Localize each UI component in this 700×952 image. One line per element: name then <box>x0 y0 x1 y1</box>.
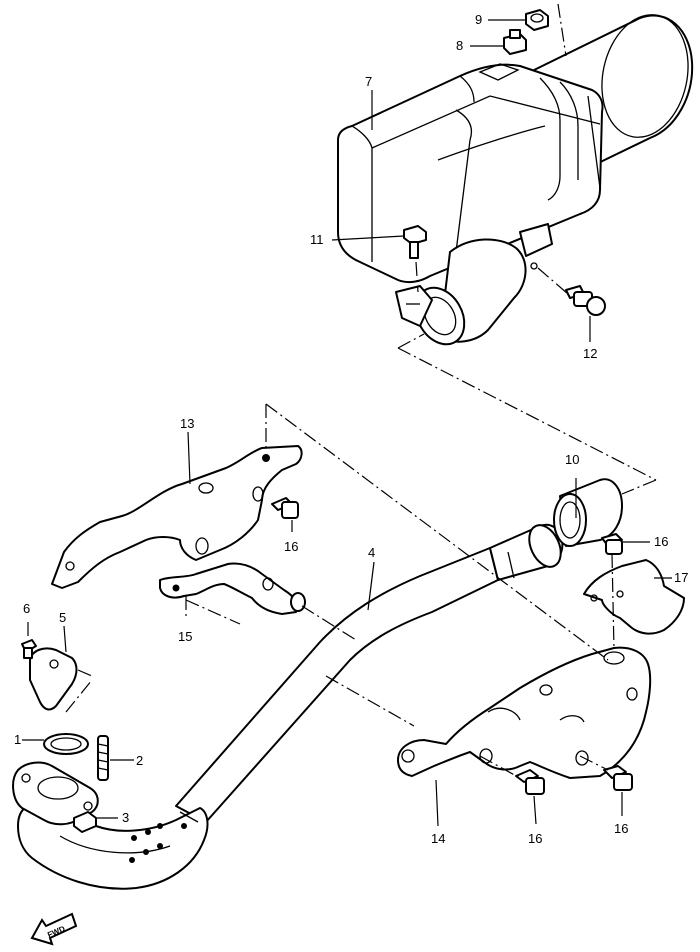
muffler <box>337 14 694 346</box>
bolt-16-lower-right <box>603 765 633 791</box>
callout-14: 14 <box>431 831 445 846</box>
bolt-6 <box>21 639 37 659</box>
callout-13: 13 <box>180 416 194 431</box>
nut-9 <box>525 9 549 31</box>
callout-12: 12 <box>583 346 597 361</box>
callout-15: 15 <box>178 629 192 644</box>
bolt-16-right <box>601 533 623 555</box>
bolt-11 <box>403 225 427 259</box>
callout-2: 2 <box>136 753 143 768</box>
callout-7: 7 <box>365 74 372 89</box>
bolt-16-lower-left <box>515 769 545 795</box>
callout-16-lower-right: 16 <box>614 821 628 836</box>
bolt-8 <box>503 29 527 55</box>
nut-3 <box>73 811 97 833</box>
callout-1: 1 <box>14 732 21 747</box>
callout-6: 6 <box>23 601 30 616</box>
exhaust-pipe-4 <box>12 523 564 890</box>
callout-labels: 1 2 3 4 5 6 7 8 9 10 11 12 13 14 15 16 1… <box>14 12 688 846</box>
bolt-12 <box>565 285 606 316</box>
forward-arrow-icon: FWD <box>30 912 78 946</box>
callout-16-lower-left: 16 <box>528 831 542 846</box>
callout-16-right: 16 <box>654 534 668 549</box>
callout-3: 3 <box>122 810 129 825</box>
callout-4: 4 <box>368 545 375 560</box>
callout-17: 17 <box>674 570 688 585</box>
cover-5 <box>29 647 78 711</box>
bracket-17 <box>583 559 685 635</box>
callout-9: 9 <box>475 12 482 27</box>
callout-11: 11 <box>310 232 324 247</box>
callout-5: 5 <box>59 610 66 625</box>
callout-10: 10 <box>565 452 579 467</box>
gasket-1 <box>43 733 89 755</box>
bolt-16-upper <box>271 497 299 519</box>
bracket-15 <box>159 562 306 615</box>
callout-16-upper: 16 <box>284 539 298 554</box>
stud-2 <box>97 735 109 781</box>
header-14 <box>397 646 652 779</box>
bracket-13 <box>51 445 303 589</box>
connector-pipe-10 <box>553 478 623 547</box>
callout-8: 8 <box>456 38 463 53</box>
leader-lines <box>22 3 672 827</box>
